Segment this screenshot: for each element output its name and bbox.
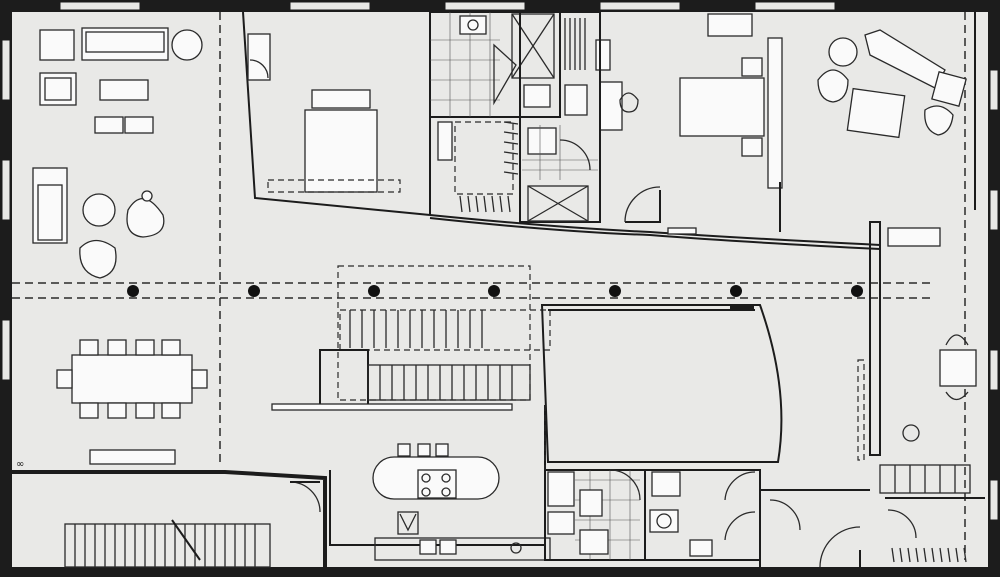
headboard <box>311 89 371 109</box>
room-study <box>760 221 985 568</box>
stair-hall <box>271 265 551 411</box>
column-2 <box>248 285 260 297</box>
sofa-2 <box>32 167 68 244</box>
column-7 <box>851 285 863 297</box>
dining-table <box>71 354 193 404</box>
column-6 <box>730 285 742 297</box>
kitchen-island <box>372 456 500 500</box>
toilet-powder <box>579 529 609 555</box>
ottoman <box>99 79 149 101</box>
washer <box>651 471 681 497</box>
interior-walls <box>544 12 976 567</box>
structural-grid <box>12 12 966 560</box>
room-powder <box>544 469 646 561</box>
room-laundry <box>644 469 761 561</box>
column-5 <box>609 285 621 297</box>
lounge-chair-2 <box>79 239 117 279</box>
column-1 <box>127 285 139 297</box>
dresser <box>707 13 753 37</box>
wardrobe <box>767 37 783 189</box>
annotation-mark: ∞ <box>16 459 24 470</box>
toilet <box>523 84 551 108</box>
column-3 <box>368 285 380 297</box>
shower-master <box>527 185 589 222</box>
toilet-master <box>564 84 588 116</box>
room-bathroom-1 <box>429 11 561 213</box>
open-core <box>540 304 783 463</box>
dryer <box>649 509 679 533</box>
room-kitchen <box>329 405 551 561</box>
room-living <box>32 27 203 279</box>
sofa-sitting <box>864 29 946 89</box>
column-4 <box>488 285 500 297</box>
room-storage <box>12 470 327 568</box>
room-bedroom-1 <box>242 11 431 216</box>
armchair <box>39 29 75 61</box>
sofa <box>81 27 169 61</box>
sink-master <box>527 127 557 155</box>
curved-partition <box>429 214 881 250</box>
closet-1 <box>454 121 514 195</box>
sideboard <box>89 449 176 465</box>
railing <box>271 403 513 411</box>
ottoman-sitting <box>846 87 906 139</box>
armchair-sitting <box>817 69 849 103</box>
master-bed <box>679 77 765 137</box>
room-sitting-area <box>817 29 967 139</box>
room-dining: ∞ <box>16 339 208 470</box>
shower <box>511 13 555 79</box>
sink <box>459 15 487 35</box>
desk <box>939 349 977 387</box>
structural-columns <box>127 285 863 297</box>
round-side-table <box>171 29 203 61</box>
lounge-chair <box>126 198 165 238</box>
door-bedroom-1 <box>247 33 271 81</box>
room-master-bedroom <box>599 12 783 223</box>
coffee-table <box>82 193 116 227</box>
nightstand <box>599 81 623 131</box>
sink-powder <box>579 489 603 517</box>
bed <box>304 109 378 193</box>
